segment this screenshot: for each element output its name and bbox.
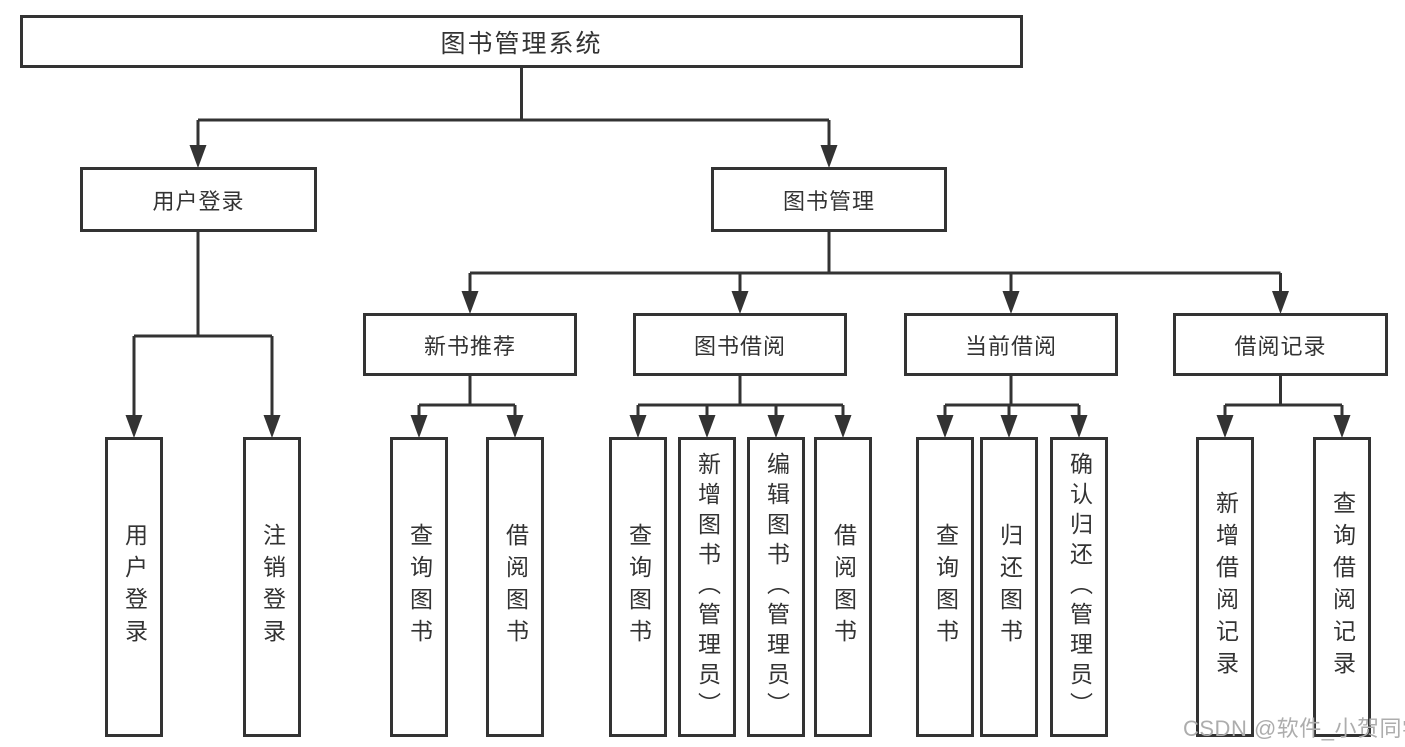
arrowheads: [125, 145, 1351, 438]
node-label: 归还图书: [996, 523, 1023, 651]
node-label: 借阅记录: [1234, 333, 1327, 359]
leaf-newbooks-query-books: 查询图书: [390, 437, 448, 737]
leaf-logout: 注销登录: [243, 437, 301, 737]
leaf-borrowing-query-books: 查询图书: [609, 437, 667, 737]
node-user-login: 用户登录: [80, 167, 317, 232]
node-label: 新书推荐: [423, 333, 516, 359]
node-label: 当前借阅: [964, 333, 1057, 359]
csdn-watermark: CSDN @软件_小贺同学: [1183, 716, 1405, 741]
node-label: 注销登录: [259, 523, 286, 651]
leaf-user-login: 用户登录: [105, 437, 163, 737]
leaf-records-query-borrow-record: 查询借阅记录: [1313, 437, 1371, 737]
leaf-borrowing-edit-books-admin: 编辑图书（管理员）: [747, 437, 805, 737]
node-label: 借阅图书: [830, 523, 857, 651]
node-label: 借阅图书: [502, 523, 529, 651]
node-label: 图书借阅: [693, 333, 786, 359]
leaf-current-confirm-return-admin: 确认归还（管理员）: [1050, 437, 1108, 737]
leaf-records-add-borrow-record: 新增借阅记录: [1196, 437, 1254, 737]
node-borrowing-records: 借阅记录: [1173, 313, 1388, 376]
node-book-borrowing: 图书借阅: [633, 313, 847, 376]
node-label: 新增借阅记录: [1212, 491, 1239, 683]
node-label: 查询图书: [625, 523, 652, 651]
node-label: 确认归还（管理员）: [1066, 452, 1093, 722]
leaf-borrowing-add-books-admin: 新增图书（管理员）: [678, 437, 736, 737]
node-book-management: 图书管理: [711, 167, 947, 232]
node-label: 用户登录: [121, 523, 148, 651]
node-label: 新增图书（管理员）: [694, 452, 721, 722]
leaf-current-return-books: 归还图书: [980, 437, 1038, 737]
node-label: 图书管理系统: [440, 29, 603, 58]
leaf-borrowing-borrow-books: 借阅图书: [814, 437, 872, 737]
node-label: 查询图书: [406, 523, 433, 651]
node-label: 编辑图书（管理员）: [763, 452, 790, 722]
node-library-management-system: 图书管理系统: [20, 15, 1023, 68]
leaf-newbooks-borrow-books: 借阅图书: [486, 437, 544, 737]
node-label: 用户登录: [152, 188, 245, 214]
node-label: 图书管理: [782, 188, 875, 214]
node-label: 查询借阅记录: [1329, 491, 1356, 683]
node-label: 查询图书: [932, 523, 959, 651]
node-new-book-recommendation: 新书推荐: [363, 313, 577, 376]
node-current-borrowing: 当前借阅: [904, 313, 1118, 376]
connector-shafts: [132, 68, 1344, 422]
leaf-current-query-books: 查询图书: [916, 437, 974, 737]
